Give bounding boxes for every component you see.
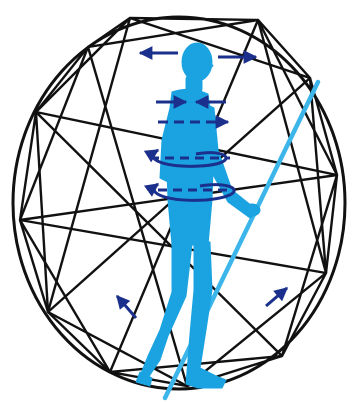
arrow-icon — [266, 288, 287, 306]
web-line — [258, 20, 337, 175]
web-line — [282, 175, 337, 356]
web-line — [20, 47, 88, 220]
arrow-icon — [117, 296, 136, 318]
